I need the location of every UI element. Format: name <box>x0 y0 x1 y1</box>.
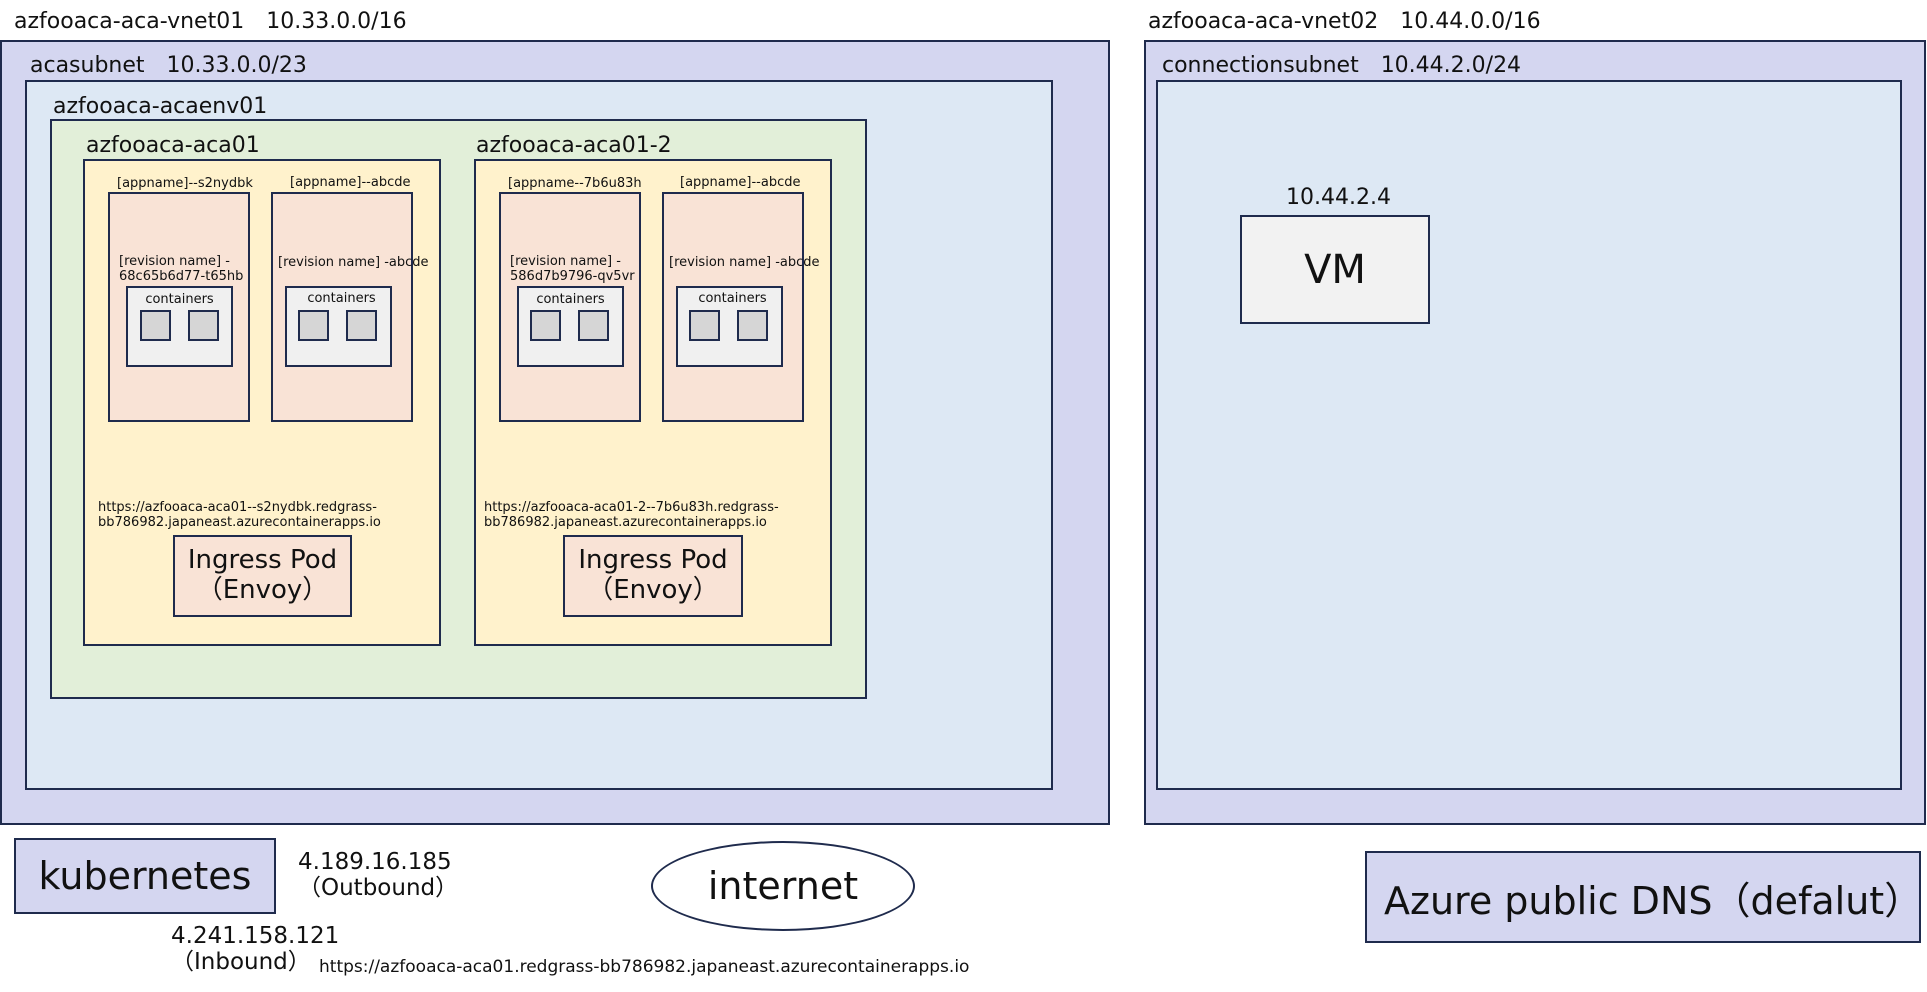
app1-url-line2: bb786982.japaneast.azurecontainerapps.io <box>98 515 381 530</box>
container-icon <box>530 310 561 341</box>
app2-rev1-name-line1: [revision name] - <box>510 254 621 269</box>
app2-url-line2: bb786982.japaneast.azurecontainerapps.io <box>484 515 767 530</box>
container-icon <box>188 310 219 341</box>
app1-rev2-name-line1: [revision name] -abcde <box>278 255 429 270</box>
inbound-url: https://azfooaca-aca01.redgrass-bb786982… <box>319 957 970 977</box>
app2-ingress-line2: （Envoy） <box>587 575 719 605</box>
inbound-ip: 4.241.158.121 <box>171 923 340 949</box>
app1-rev1-containers-label: containers <box>145 292 214 307</box>
app2-ingress-pod: Ingress Pod （Envoy） <box>563 535 743 617</box>
app1-rev1-name-line1: [revision name] - <box>119 254 230 269</box>
app1-title: azfooaca-aca01 <box>86 133 260 158</box>
app1-rev2-appname: [appname]--abcde <box>290 175 411 190</box>
vm-label: VM <box>1304 246 1366 293</box>
acasubnet-label: acasubnet 10.33.0.0/23 <box>30 53 307 78</box>
outbound-ip: 4.189.16.185 <box>298 849 452 875</box>
container-icon <box>298 310 329 341</box>
app1-ingress-pod: Ingress Pod （Envoy） <box>173 535 352 617</box>
app2-ingress-line1: Ingress Pod <box>578 545 728 576</box>
app1-ingress-line2: （Envoy） <box>196 575 329 605</box>
internet-ellipse: internet <box>651 841 915 931</box>
container-icon <box>346 310 377 341</box>
app1-rev1-name-line2: 68c65b6d77-t65hb <box>119 269 244 284</box>
connectionsubnet-label: connectionsubnet 10.44.2.0/24 <box>1162 53 1522 78</box>
environment-label: azfooaca-acaenv01 <box>53 94 268 119</box>
vm-ip-label: 10.44.2.4 <box>1286 185 1391 210</box>
app2-title: azfooaca-aca01-2 <box>476 133 672 158</box>
kubernetes-box: kubernetes <box>14 838 276 914</box>
vm-box: VM <box>1240 215 1430 324</box>
vnet01-label: azfooaca-aca-vnet01 10.33.0.0/16 <box>14 9 407 34</box>
azure-dns-label: Azure public DNS（defalut） <box>1384 878 1923 923</box>
app2-url-line1: https://azfooaca-aca01-2--7b6u83h.redgra… <box>484 500 779 515</box>
app1-url-line1: https://azfooaca-aca01--s2nydbk.redgrass… <box>98 500 377 515</box>
app2-rev1-name-line2: 586d7b9796-qv5vr <box>510 269 635 284</box>
app2-rev2-appname: [appname]--abcde <box>680 175 801 190</box>
app2-rev2-name-line1: [revision name] -abcde <box>669 255 820 270</box>
app1-ingress-line1: Ingress Pod <box>187 545 338 576</box>
inbound-label: （Inbound） <box>171 949 311 975</box>
app2-rev1-appname: [appname--7b6u83h <box>508 176 642 191</box>
app2-rev1-containers-label: containers <box>536 292 605 307</box>
container-icon <box>578 310 609 341</box>
app1-rev2-containers-label: containers <box>307 291 376 306</box>
internet-label: internet <box>707 864 859 908</box>
app2-rev2-containers-label: containers <box>698 291 767 306</box>
connectionsubnet-box <box>1156 80 1902 790</box>
outbound-label: （Outbound） <box>298 875 459 901</box>
container-icon <box>689 310 720 341</box>
kubernetes-label: kubernetes <box>38 854 252 898</box>
app1-rev1-appname: [appname]--s2nydbk <box>117 176 253 191</box>
azure-dns-box: Azure public DNS（defalut） <box>1365 851 1923 943</box>
container-icon <box>140 310 171 341</box>
container-icon <box>737 310 768 341</box>
vnet02-label: azfooaca-aca-vnet02 10.44.0.0/16 <box>1148 9 1541 34</box>
